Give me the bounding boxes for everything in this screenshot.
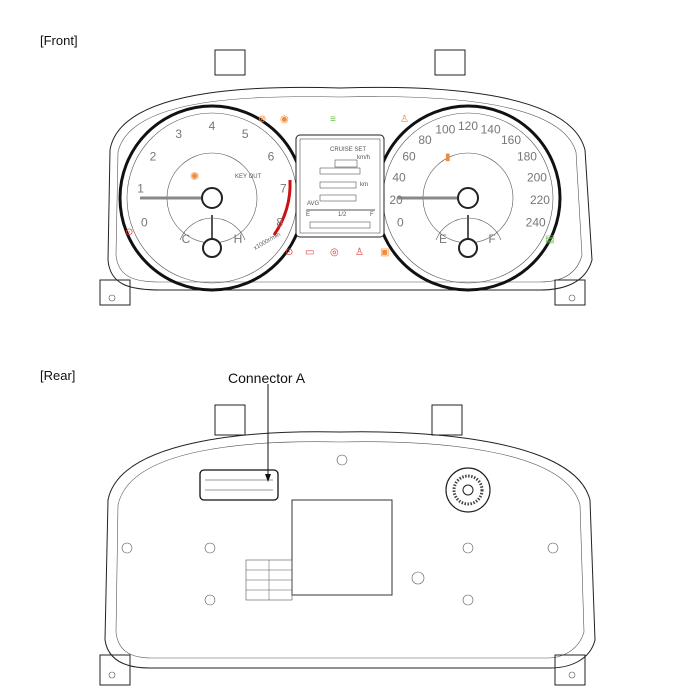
scale-end: F [370,212,374,218]
speed-unit-label: km/h [357,155,370,161]
warning-icon: ⊙ [285,247,293,258]
airbag-icon: ♙ [355,247,364,258]
warning-icon: ⊗ [258,114,266,125]
scale-start: E [306,212,310,218]
key-out-label: KEY OUT [235,174,262,180]
speed-number: 140 [481,123,501,137]
warning-indicators: ⊗ ◉ ♙ ≡ ⊙ ⊙ ▭ ◎ ♙ ▣ ▤ ▮ [125,114,554,258]
speed-number: 100 [435,123,455,137]
lock-icon: ▤ [545,234,554,245]
speed-number: 240 [526,216,546,230]
tach-number: 0 [141,216,148,230]
avg-label: AVG [307,201,320,207]
tach-number: 2 [150,150,157,164]
tach-number: 4 [209,119,216,133]
speed-number: 60 [402,150,416,164]
scale-mid: 1/2 [338,212,347,218]
connector-a [199,469,279,501]
speed-number: 0 [397,216,404,230]
headlight-icon: ≡ [330,114,336,125]
speed-number: 220 [530,193,550,207]
warning-icon: ◉ [280,114,289,125]
front-housing [107,86,593,291]
fuel-icon: ▮ [445,152,451,163]
brake-icon: ◎ [330,247,339,258]
rear-center-panel [291,499,393,596]
tach-number: 8 [276,216,283,230]
engine-check-icon: ▣ [380,247,389,258]
speed-number: 20 [389,193,403,207]
tach-number: 7 [280,182,287,196]
temp-cold-label: C [182,232,191,246]
tach-number: 6 [268,150,275,164]
redline-zone [272,179,292,236]
mounting-holes [121,454,559,606]
speed-number: 120 [458,119,478,133]
fuel-full-label: F [488,232,495,246]
front-bottom-tabs [99,279,586,306]
front-cluster: 0 1 2 3 4 5 6 7 8 C H KEY OUT x1000r/min ✺ 0 20 40… [99,49,593,306]
stepper-motor [445,467,491,513]
speed-number: 200 [527,170,547,184]
rear-view-label: [Rear] [40,368,76,383]
connector-a-callout: Connector A [228,370,306,386]
tach-unit-label: x1000r/min [253,232,282,252]
tach-number: 3 [175,127,182,141]
warning-icon: ⊙ [125,227,133,238]
speed-number: 180 [517,150,537,164]
lcd-display: CRUISE SET km/h km AVG E 1/2 F [295,134,385,238]
temp-hot-label: H [234,232,243,246]
glow-plug-icon: ✺ [190,171,199,183]
battery-icon: ▭ [305,247,314,258]
tach-number: 5 [242,127,249,141]
cruise-set-label: CRUISE SET [330,147,366,153]
rear-mount-tabs [214,404,463,436]
speed-number: 40 [392,170,406,184]
fuel-empty-label: E [439,232,447,246]
front-mount-tabs [214,49,466,76]
speed-number: 80 [418,133,432,147]
rear-bottom-tabs [99,654,586,686]
front-view-label: [Front] [40,33,78,48]
rear-cluster [99,384,596,686]
rear-housing [104,431,596,669]
tachometer: 0 1 2 3 4 5 6 7 8 C H KEY OUT x1000r/min ✺ [118,104,306,292]
seatbelt-icon: ♙ [400,114,409,125]
speed-number: 160 [501,133,521,147]
tach-number: 1 [137,182,144,196]
distance-unit-label: km [360,182,368,188]
